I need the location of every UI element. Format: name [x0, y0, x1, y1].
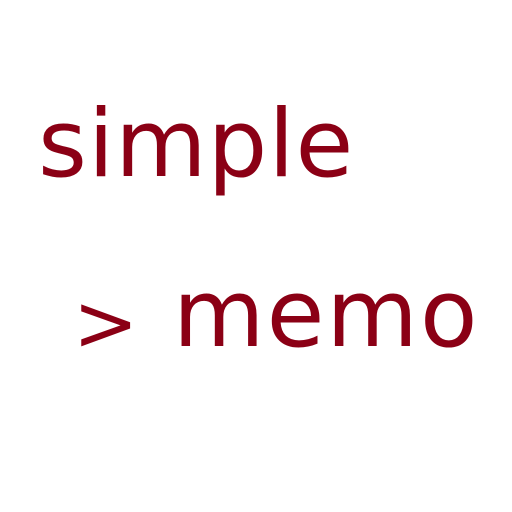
prompt-chevron-icon: > — [73, 279, 139, 369]
logo-word-memo: memo — [173, 260, 480, 369]
logo-word-simple: simple — [38, 90, 355, 199]
